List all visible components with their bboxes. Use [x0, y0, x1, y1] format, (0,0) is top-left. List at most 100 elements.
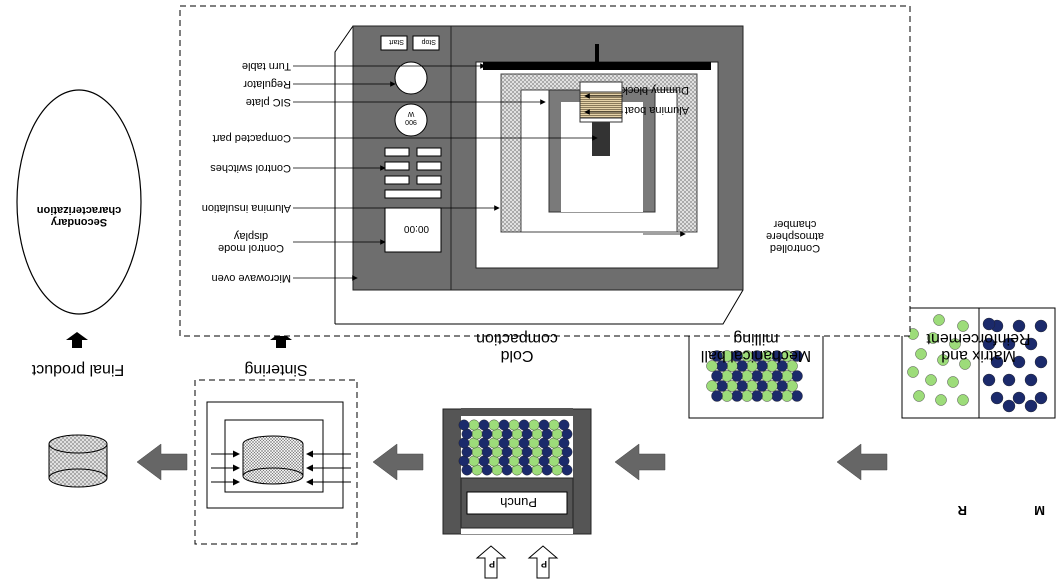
die-particle [548, 419, 560, 431]
milled-particle [726, 380, 738, 392]
milled-particle [706, 360, 718, 372]
die-particle [458, 419, 470, 431]
power-knob-label: 900 W [405, 110, 417, 125]
reinforcement-particle [913, 390, 925, 402]
label-sic-plate: SIC plate [245, 96, 291, 108]
reinforcement-letter: R [957, 503, 967, 518]
step-final-label: Final product [31, 361, 125, 378]
label-regulator: Regulator [243, 78, 291, 90]
matrix-particle [1002, 337, 1016, 351]
force-label-left: P [540, 559, 547, 569]
die-particle [538, 419, 550, 431]
milled-particle [761, 370, 773, 382]
microwave-oven-frame [179, 5, 911, 337]
control-mode-display-readout: 00:00 [403, 223, 429, 234]
reinforcement-particle [925, 374, 937, 386]
milled-particle [716, 380, 728, 392]
force-label-right: P [488, 559, 495, 569]
milled-particle [791, 390, 803, 402]
reinforcement-particle [915, 348, 927, 360]
milled-particle [711, 370, 723, 382]
reinforcement-particle [957, 320, 969, 332]
matrix-particle [1034, 391, 1048, 405]
arrow-up-final-icon [66, 332, 88, 348]
milled-particle [781, 370, 793, 382]
reinforcement-particle [907, 366, 919, 378]
reinforcement-particle [959, 358, 971, 370]
milled-particle [786, 380, 798, 392]
step-sintering-label: Sintering [244, 361, 308, 378]
matrix-particle [1002, 373, 1016, 387]
matrix-particle [990, 355, 1004, 369]
matrix-particle [990, 391, 1004, 405]
stop-button: Stop [421, 38, 436, 45]
milled-particle [731, 370, 743, 382]
matrix-particle [982, 337, 996, 351]
milled-particle [771, 390, 783, 402]
sintering-box [194, 379, 358, 545]
milled-particle [741, 390, 753, 402]
milled-particle [766, 380, 778, 392]
secondary-characterization-label: Secondary characterization [36, 204, 122, 228]
milled-particles [706, 350, 803, 402]
matrix-particle [1012, 391, 1026, 405]
process-arrows [136, 443, 888, 481]
arrow-1-icon [836, 443, 888, 481]
reinforcement-particle [947, 376, 959, 388]
label-control-switches: Control switches [210, 162, 291, 174]
force-arrow-left-icon [527, 545, 559, 579]
matrix-particle [1034, 355, 1048, 369]
label-controlled-atmosphere: Controlled atmosphere chamber [765, 218, 825, 254]
matrix-particle [982, 317, 996, 331]
reinforcement-particle [949, 338, 961, 350]
reinforcement-particles [907, 314, 971, 406]
matrix-particle [1012, 319, 1026, 333]
reinforcement-particle [927, 332, 939, 344]
start-button: Start [389, 38, 404, 45]
milled-particle [761, 390, 773, 402]
label-alumina-insulation: Alumina insulation [201, 202, 291, 214]
step-matrix-label: Matrix and Reinforcement [926, 330, 1031, 364]
matrix-particle [1024, 399, 1038, 413]
reinforcement-particle [957, 394, 969, 406]
step-milling-label: Mechanical ball milling [700, 330, 812, 364]
arrow-2-icon [614, 443, 666, 481]
milled-particle [711, 390, 723, 402]
die-particle [508, 419, 520, 431]
punch-label: Punch [500, 495, 537, 510]
milled-particle [771, 370, 783, 382]
milled-particle [736, 380, 748, 392]
matrix-reinforcement-box [901, 307, 1056, 419]
milled-particle [781, 390, 793, 402]
force-arrow-right-icon [475, 545, 507, 579]
label-turn-table: Turn table [241, 60, 291, 72]
label-compacted-part: Compacted part [212, 132, 291, 144]
milled-particle [776, 380, 788, 392]
milled-particle [711, 350, 723, 362]
milled-particle [741, 370, 753, 382]
matrix-particle [1002, 399, 1016, 413]
milled-particle [706, 380, 718, 392]
reinforcement-particle [933, 314, 945, 326]
die-particle [488, 419, 500, 431]
die-particle [558, 419, 570, 431]
label-control-mode-display: Control mode display [217, 230, 285, 254]
die-particle [528, 419, 540, 431]
matrix-letter: M [1034, 503, 1045, 518]
arrow-3-icon [372, 443, 424, 481]
reinforcement-particle [935, 394, 947, 406]
milled-particle [756, 380, 768, 392]
matrix-particle [1024, 337, 1038, 351]
milled-particle [751, 390, 763, 402]
label-microwave-oven: Microwave oven [211, 272, 291, 284]
die-particle [498, 419, 510, 431]
reinforcement-particle [937, 354, 949, 366]
milled-particle [721, 390, 733, 402]
die-particle [478, 419, 490, 431]
matrix-particle [1024, 373, 1038, 387]
milled-particle [746, 380, 758, 392]
label-dummy-block: Dummy block [622, 84, 689, 96]
milled-particle [751, 370, 763, 382]
